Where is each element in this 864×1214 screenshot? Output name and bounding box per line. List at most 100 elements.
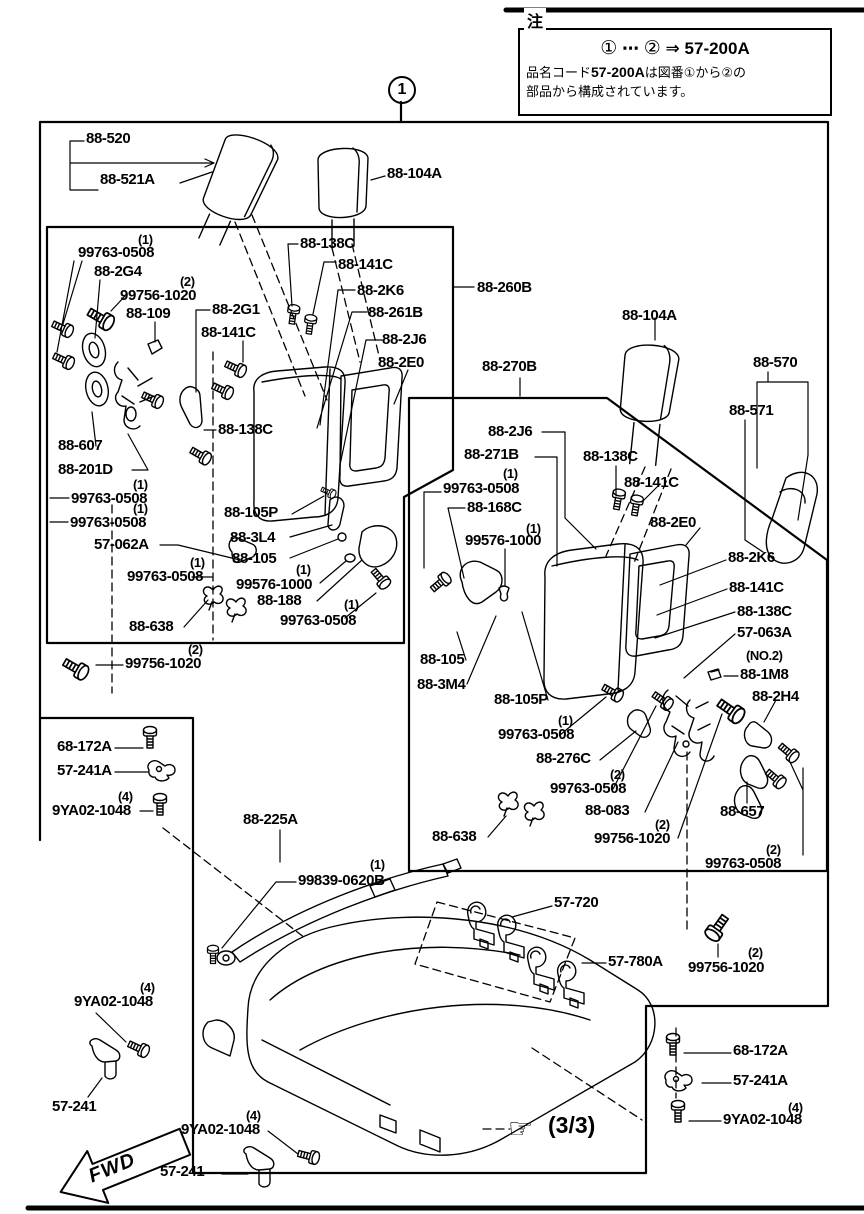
parts-artwork — [49, 134, 818, 1204]
qty-label: (1) — [138, 232, 153, 247]
part-label: 88-3L4 — [230, 529, 276, 546]
part-label: 88-2E0 — [650, 514, 696, 531]
right-seatback-icon — [543, 543, 690, 700]
clip-88-638-icon — [225, 597, 247, 623]
part-label: 9YA02-1048 — [723, 1111, 802, 1128]
part-label: 88-138C — [583, 448, 638, 465]
part-label: 99839-0620B — [298, 872, 385, 889]
part-label: 88-638 — [129, 618, 174, 635]
qty-label: (4) — [788, 1100, 803, 1115]
part-label: 88-2J6 — [382, 331, 427, 348]
note-body: 品名コード57-200Aは図番①から②の 部品から構成されています。 — [526, 64, 747, 99]
qty-label: (1) — [503, 466, 518, 481]
part-label: 88-104A — [387, 165, 442, 182]
bolster-right-icon — [765, 471, 818, 564]
part-label: 88-138C — [300, 235, 355, 252]
fwd-arrow-icon — [59, 1127, 192, 1204]
part-label: 88-109 — [126, 305, 171, 322]
qty-label: (2) — [188, 642, 203, 657]
part-label: 88-571 — [729, 402, 774, 419]
part-label: 88-105 — [232, 550, 277, 567]
panel-88-168C-icon — [459, 560, 503, 605]
dashed-lines — [111, 214, 688, 1130]
part-label: 99756-1020 — [120, 287, 197, 304]
qty-label: (1) — [558, 713, 573, 728]
part-label: 88-276C — [536, 750, 591, 767]
part-label: 88-2E0 — [378, 354, 424, 371]
hinge-88-083-icon — [685, 699, 715, 762]
part-label: 88-141C — [729, 579, 784, 596]
part-label: 88-201D — [58, 461, 113, 478]
qty-label: (1) — [296, 562, 311, 577]
hook-57-720-icon — [466, 901, 495, 950]
panel-88-188-icon — [358, 525, 398, 568]
part-label: 57-062A — [94, 536, 149, 553]
bracket-88-276C-icon — [626, 709, 652, 738]
qty-label: (NO.2) — [746, 648, 783, 663]
part-label: 88-168C — [467, 499, 522, 516]
part-label: 99756-1020 — [688, 959, 765, 976]
part-label: 88-3M4 — [417, 676, 466, 693]
part-label: 99763-0508 — [280, 612, 357, 629]
part-label: 68-172A — [733, 1042, 788, 1059]
part-label: 57-241A — [733, 1072, 788, 1089]
part-label: 88-105 — [420, 651, 465, 668]
part-label: 88-261B — [368, 304, 423, 321]
part-label: 68-172A — [57, 738, 112, 755]
qty-label: (4) — [118, 789, 133, 804]
part-label: 88-2K6 — [357, 282, 404, 299]
part-label: 88-657 — [720, 803, 765, 820]
part-label: 88-2H4 — [752, 688, 799, 705]
qty-label: (2) — [655, 817, 670, 832]
part-label: 99763-0508 — [498, 726, 575, 743]
part-label: 9YA02-1048 — [74, 993, 153, 1010]
clamp-57-241A-icon — [664, 1070, 693, 1092]
part-label: 88-521A — [100, 171, 155, 188]
clip-88-638-icon — [497, 791, 519, 817]
part-label: 88-2K6 — [728, 549, 775, 566]
part-label: 99576-1000 — [236, 576, 313, 593]
part-label: 88-138C — [218, 421, 273, 438]
bracket-88-2G1-icon — [179, 386, 203, 429]
part-label: 88-270B — [482, 358, 537, 375]
part-label: 99763-0508 — [78, 244, 155, 261]
part-label: 88-607 — [58, 437, 103, 454]
latch-left-icon — [113, 361, 155, 430]
part-label: 99763-0508 — [71, 490, 148, 507]
part-label: 88-083 — [585, 802, 630, 819]
part-label: 99576-1000 — [465, 532, 542, 549]
part-label: 88-105P — [494, 691, 548, 708]
qty-label: (2) — [180, 274, 195, 289]
hinge-57-062A-icon — [228, 537, 257, 564]
part-label: 99756-1020 — [594, 830, 671, 847]
part-label: 88-2G1 — [212, 301, 260, 318]
part-label: 88-1M8 — [740, 666, 789, 683]
page-ref-label: (3/3) — [548, 1112, 596, 1138]
part-label: 99763-0508 — [70, 514, 147, 531]
leader-lines — [49, 140, 809, 1175]
clip-88-638-icon — [523, 801, 545, 827]
part-label: 99763-0508 — [705, 855, 782, 872]
part-label: 88-260B — [477, 279, 532, 296]
headrest-topright-icon — [317, 147, 369, 249]
qty-label: (2) — [610, 767, 625, 782]
hook-57-780A-icon — [526, 946, 555, 995]
qty-label: (4) — [140, 980, 155, 995]
qty-label: (2) — [766, 842, 781, 857]
part-label: 99763-0508 — [550, 780, 627, 797]
qty-label: (1) — [370, 857, 385, 872]
part-label: 9YA02-1048 — [181, 1121, 260, 1138]
plug-88-1M8-icon — [707, 668, 722, 681]
wedge-88-109-icon — [147, 339, 163, 355]
bracket-88-2H4-icon — [743, 721, 773, 749]
part-label: 88-2G4 — [94, 263, 142, 280]
part-label: 99763-0508 — [127, 568, 204, 585]
page-edges — [25, 7, 864, 1211]
bracket-57-241-icon — [243, 1145, 275, 1188]
part-label: 57-241 — [52, 1098, 97, 1115]
part-label: 88-520 — [86, 130, 131, 147]
qty-label: (1) — [526, 521, 541, 536]
part-label: 57-780A — [608, 953, 663, 970]
part-label: 88-141C — [624, 474, 679, 491]
